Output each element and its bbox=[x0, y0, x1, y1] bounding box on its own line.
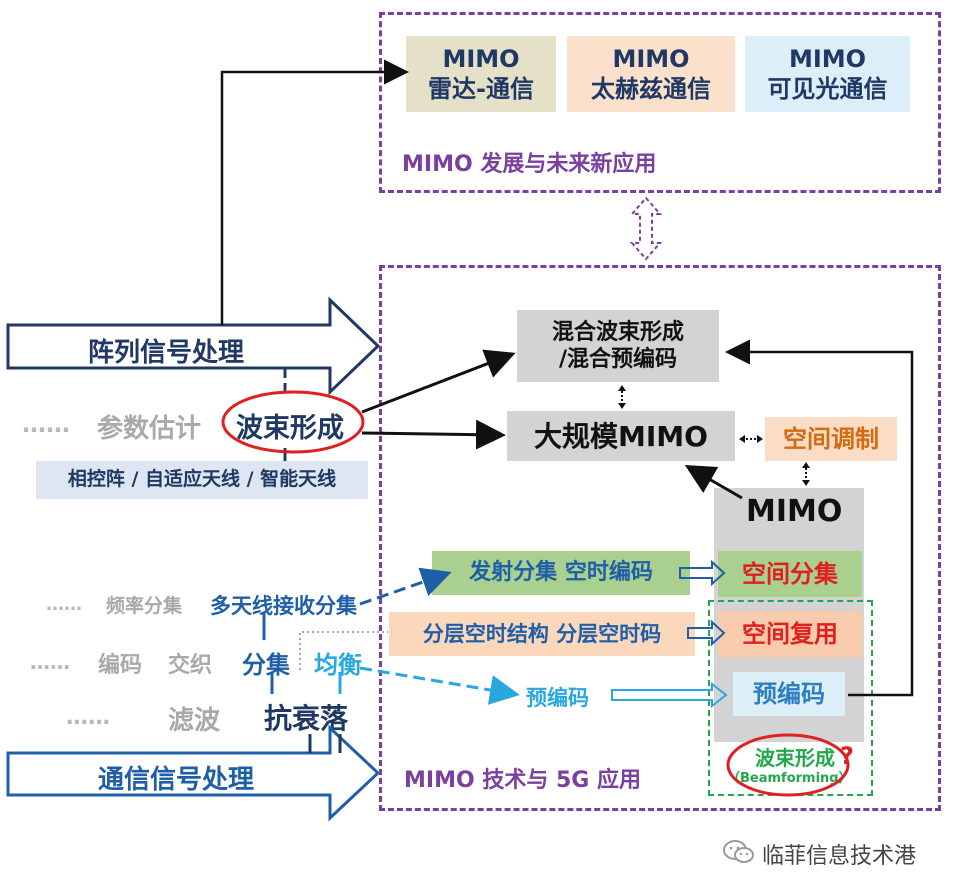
array-signal-processing-label: 阵列信号处理 bbox=[88, 338, 245, 368]
array-arrow-shape bbox=[6, 296, 381, 396]
comm-arrow-shape bbox=[6, 724, 381, 822]
massive-mimo-box: 大规模MIMO bbox=[507, 411, 735, 461]
app-visible-light: MIMO 可见光通信 bbox=[745, 36, 910, 112]
tx-diversity-label: 发射分集 空时编码 bbox=[432, 551, 690, 595]
sections-double-arrow bbox=[629, 196, 663, 261]
spatial-multiplexing-box: 空间复用 bbox=[718, 611, 862, 657]
dots-1: …… bbox=[22, 410, 70, 438]
watermark-text: 临菲信息技术港 bbox=[762, 844, 917, 869]
antenna-types-box: 相控阵 / 自适应天线 / 智能天线 bbox=[36, 461, 368, 499]
multi-antenna-rx-diversity: 多天线接收分集 bbox=[210, 594, 357, 618]
app-terahertz: MIMO 太赫兹通信 bbox=[567, 36, 735, 112]
hybrid-beamforming-box: 混合波束形成 /混合预编码 bbox=[517, 310, 719, 382]
beamforming-red-circle bbox=[221, 390, 365, 454]
filtering: 滤波 bbox=[168, 706, 221, 736]
wechat-icon bbox=[722, 838, 756, 866]
coding: 编码 bbox=[98, 653, 143, 678]
bottom-section-title: MIMO 技术与 5G 应用 bbox=[404, 768, 642, 793]
dots-3: …… bbox=[30, 650, 70, 674]
frequency-diversity: 频率分集 bbox=[106, 595, 183, 617]
comm-signal-processing-label: 通信信号处理 bbox=[98, 765, 255, 795]
parameter-estimation: 参数估计 bbox=[97, 414, 202, 444]
dots-2: …… bbox=[46, 594, 82, 615]
equalization-label: 均衡 bbox=[314, 651, 362, 679]
beamforming-circle-text: 波束形成 bbox=[236, 413, 344, 444]
beamforming-cn-label: 波束形成 bbox=[755, 746, 835, 770]
precoding-box: 预编码 bbox=[733, 672, 845, 716]
precode-label: 预编码 bbox=[526, 686, 589, 710]
beamforming-en-label: （Beamforming） bbox=[727, 771, 852, 786]
spatial-diversity-box: 空间分集 bbox=[718, 551, 862, 597]
array-to-apps-line bbox=[220, 59, 409, 325]
interleaving: 交织 bbox=[168, 653, 213, 678]
anti-fading-label: 抗衰落 bbox=[264, 702, 349, 735]
future-apps-title: MIMO 发展与未来新应用 bbox=[402, 152, 657, 177]
spatial-modulation-box: 空间调制 bbox=[765, 417, 897, 461]
mimo-column-header: MIMO bbox=[746, 494, 843, 529]
dots-4: …… bbox=[66, 705, 110, 730]
layered-st-label: 分层空时结构 分层空时码 bbox=[389, 612, 695, 656]
beamforming-5g-circle bbox=[726, 733, 850, 797]
app-radar-comm: MIMO 雷达-通信 bbox=[406, 36, 556, 112]
future-apps-section bbox=[379, 12, 941, 193]
diversity-label: 分集 bbox=[242, 651, 290, 679]
mimo-5g-section bbox=[379, 265, 941, 811]
